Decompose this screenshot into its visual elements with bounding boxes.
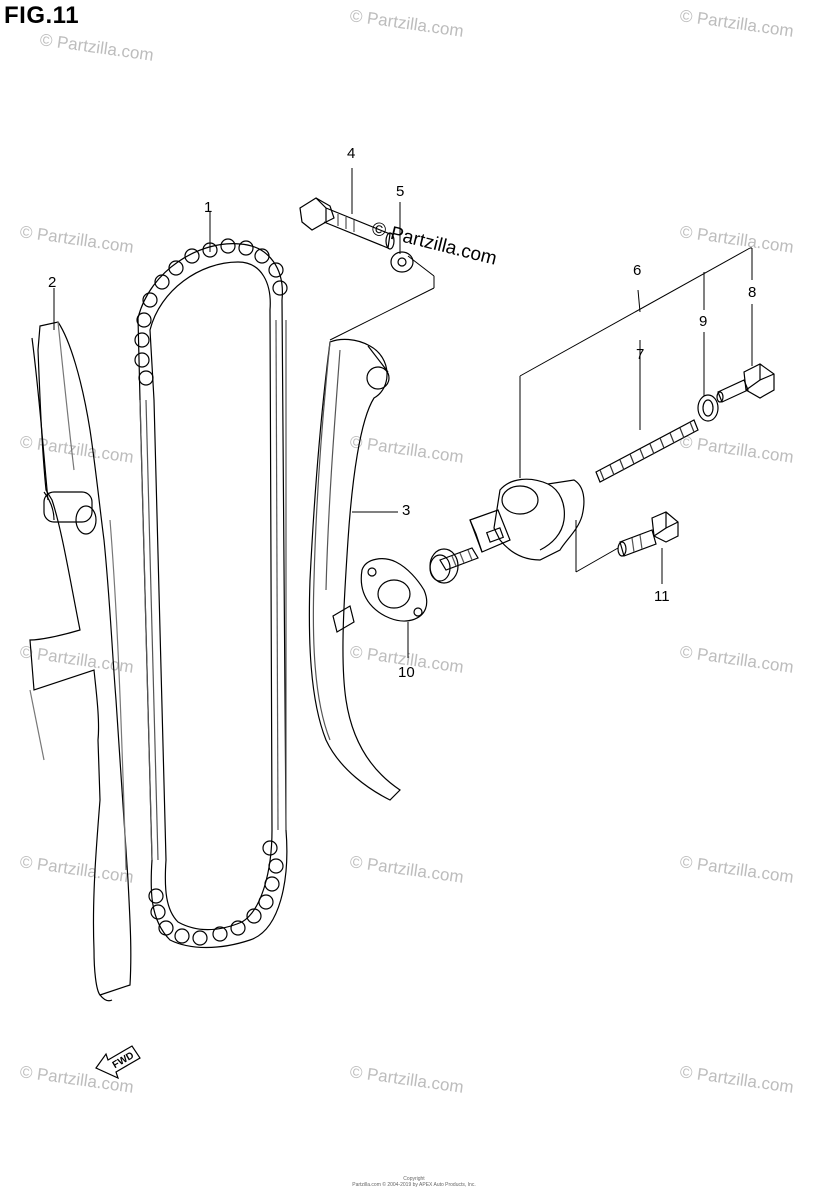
leader-lines (53, 168, 753, 658)
cap-bolt-part-8 (716, 363, 775, 403)
chain-guide-part-2 (29, 321, 132, 1002)
bolt-part-4 (299, 197, 395, 250)
gasket-part-10 (360, 558, 428, 622)
figure-title: FIG.11 (4, 2, 80, 29)
washer-part-5 (390, 251, 414, 273)
callout-9: 9 (699, 313, 708, 330)
callout-4: 4 (347, 145, 356, 162)
copyright-line-1: Copyright (403, 1176, 425, 1182)
cam-chain-part-1 (134, 238, 288, 949)
o-ring-part-9 (697, 394, 719, 422)
callout-7: 7 (636, 346, 645, 363)
spring-part-7 (595, 419, 699, 483)
bolt-part-11 (617, 511, 679, 557)
callout-10: 10 (398, 664, 415, 681)
callout-3: 3 (402, 502, 411, 519)
callout-1: 1 (204, 199, 213, 216)
callout-6: 6 (633, 262, 642, 279)
copyright-line-2: Partzilla.com © 2004-2019 by APEX Auto P… (352, 1182, 476, 1188)
arrow-left-down-icon (95, 1045, 141, 1080)
copyright-footer: Copyright Partzilla.com © 2004-2019 by A… (0, 1176, 828, 1188)
tensioner-arm-part-3 (308, 338, 401, 801)
callout-2: 2 (48, 274, 57, 291)
callout-11: 11 (654, 588, 670, 605)
tensioner-body-part-6 (429, 478, 585, 584)
callout-5: 5 (396, 183, 405, 200)
callout-8: 8 (748, 284, 757, 301)
